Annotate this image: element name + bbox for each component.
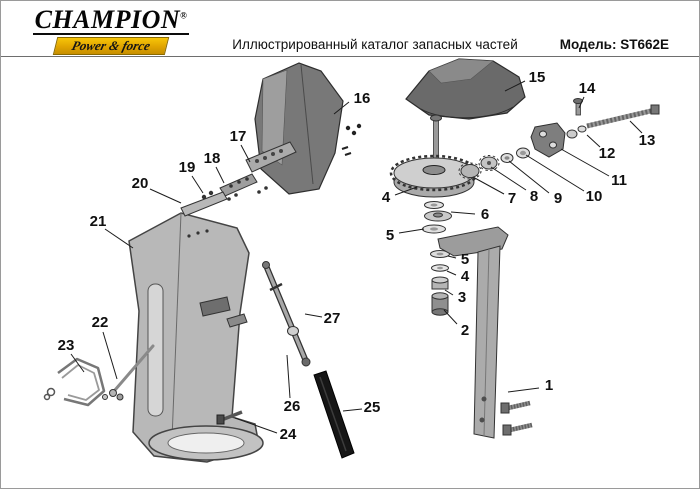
brand-name: CHAMPION®	[34, 5, 188, 34]
leader-line-5	[398, 228, 425, 234]
leader-line-4	[394, 186, 418, 196]
leader-line-16	[333, 101, 350, 115]
part-rubber-paddle	[313, 370, 355, 459]
part-callout-23: 23	[58, 337, 75, 354]
part-callout-11: 11	[611, 172, 627, 189]
part-frame-body	[128, 212, 264, 463]
part-gear-assembly	[389, 114, 482, 316]
part-callout-10: 10	[586, 188, 603, 205]
leader-line-3	[444, 289, 454, 296]
part-callout-24: 24	[280, 426, 297, 443]
part-callout-27: 27	[324, 310, 341, 327]
part-callout-18: 18	[204, 150, 221, 167]
leader-line-4	[446, 270, 457, 276]
part-callout-16: 16	[354, 90, 371, 107]
leader-line-18	[215, 166, 225, 184]
leader-line-8	[490, 166, 527, 191]
leader-line-2	[443, 309, 458, 325]
leader-line-10	[525, 154, 585, 192]
part-callout-5: 5	[461, 251, 469, 268]
part-right-hardware	[478, 98, 660, 171]
leader-line-6	[450, 211, 476, 215]
leader-line-7	[472, 176, 505, 195]
part-callout-25: 25	[364, 399, 381, 416]
part-callout-6: 6	[481, 206, 489, 223]
part-handle-bar	[437, 226, 533, 439]
part-callout-26: 26	[284, 398, 301, 415]
leader-line-1	[507, 387, 540, 393]
part-callout-1: 1	[545, 377, 553, 394]
part-callout-3: 3	[458, 289, 466, 306]
leader-line-24	[234, 417, 278, 434]
champion-logo: CHAMPION® Power & force	[27, 6, 195, 56]
part-callout-15: 15	[529, 69, 546, 86]
part-callout-5: 5	[386, 227, 394, 244]
leader-line-14	[578, 96, 585, 109]
model-label: Модель: ST662E	[559, 37, 669, 52]
part-belt-cover	[405, 58, 526, 120]
part-callout-7: 7	[508, 190, 516, 207]
part-callout-17: 17	[230, 128, 247, 145]
part-chute-housing	[254, 62, 362, 195]
leader-line-11	[560, 148, 610, 177]
page-title: Иллюстрированный каталог запасных частей	[232, 37, 518, 52]
part-callout-19: 19	[179, 159, 196, 176]
part-callout-2: 2	[461, 322, 469, 339]
leader-line-12	[586, 134, 601, 148]
part-callout-4: 4	[382, 189, 391, 206]
leader-line-5	[447, 255, 457, 259]
leader-line-23	[70, 353, 85, 373]
part-callout-9: 9	[554, 190, 562, 207]
part-callout-20: 20	[132, 175, 149, 192]
part-callout-14: 14	[579, 80, 596, 97]
leader-line-15	[504, 80, 526, 92]
leader-line-9	[508, 160, 550, 194]
part-scraper-strips	[180, 141, 297, 217]
leader-line-26	[286, 354, 291, 399]
part-callout-12: 12	[599, 145, 616, 162]
part-callout-22: 22	[92, 314, 109, 331]
leader-line-21	[104, 228, 134, 249]
registered-mark: ®	[180, 10, 188, 21]
part-drive-shaft	[262, 261, 311, 367]
leader-line-27	[304, 313, 323, 318]
part-callout-8: 8	[530, 188, 538, 205]
leader-line-13	[629, 120, 643, 134]
part-callout-4: 4	[461, 268, 470, 285]
leader-line-19	[191, 175, 204, 194]
part-callout-21: 21	[90, 213, 107, 230]
leader-line-22	[102, 331, 118, 380]
logo-underline	[33, 33, 189, 36]
leader-line-25	[342, 408, 363, 412]
leader-line-17	[240, 144, 251, 163]
part-bolt	[216, 410, 243, 425]
part-callout-13: 13	[639, 132, 656, 149]
part-wire-links	[43, 344, 155, 407]
leader-line-20	[149, 188, 182, 204]
header-divider	[1, 56, 699, 57]
